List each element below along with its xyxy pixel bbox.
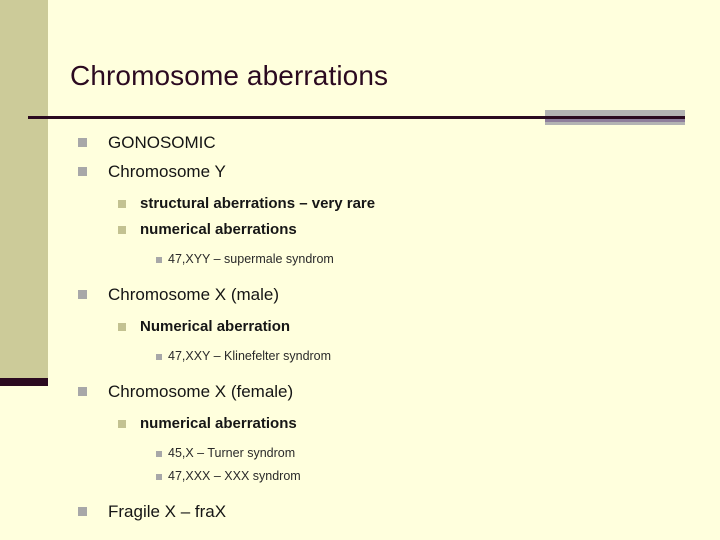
list-item: Chromosome X (female) — [0, 377, 720, 406]
list-item-label: structural aberrations – very rare — [140, 195, 376, 212]
bullet-square-icon — [156, 451, 162, 457]
list-item-label: 47,XXX – XXX syndrom — [168, 469, 301, 483]
list-item: structural aberrations – very rare — [0, 191, 720, 217]
slide-body-outline: GONOSOMIC Chromosome Y structural aberra… — [0, 128, 720, 540]
list-item: Numerical aberration — [0, 314, 720, 340]
list-item: 47,XXX – XXX syndrom — [0, 465, 720, 488]
title-divider-rule — [28, 116, 685, 119]
title-rule-accent-line — [545, 119, 685, 122]
sidebar-decor-foot-bar — [0, 378, 48, 386]
bullet-square-icon — [156, 474, 162, 480]
list-item: GONOSOMIC — [0, 128, 720, 157]
list-item: 45,X – Turner syndrom — [0, 442, 720, 465]
bullet-square-icon — [118, 323, 126, 331]
bullet-square-icon — [78, 387, 87, 396]
sidebar-decor-band — [0, 0, 48, 378]
spacer — [0, 271, 720, 280]
list-item-label: Chromosome Y — [108, 162, 226, 181]
bullet-square-icon — [118, 226, 126, 234]
list-item-label: Fragile X – fraX — [108, 502, 227, 521]
page-title: Chromosome aberrations — [70, 60, 389, 91]
list-item-label: Chromosome X (male) — [108, 285, 279, 304]
list-item: Chromosome X (male) — [0, 280, 720, 309]
bullet-square-icon — [78, 138, 87, 147]
list-item-label: Chromosome X (female) — [108, 382, 294, 401]
list-item: numerical aberrations — [0, 217, 720, 243]
bullet-square-icon — [156, 257, 162, 263]
bullet-square-icon — [78, 167, 87, 176]
bullet-square-icon — [118, 420, 126, 428]
list-item: 47,XXY – Klinefelter syndrom — [0, 345, 720, 368]
bullet-square-icon — [156, 354, 162, 360]
list-item-label: the most common cause of mental retardat… — [140, 535, 720, 540]
list-item-label: 47,XXY – Klinefelter syndrom — [168, 349, 332, 363]
spacer — [0, 368, 720, 377]
bullet-square-icon — [118, 200, 126, 208]
list-item-label: 47,XYY – supermale syndrom — [168, 252, 334, 266]
list-item-label: GONOSOMIC — [108, 133, 216, 152]
list-item: 47,XYY – supermale syndrom — [0, 248, 720, 271]
list-item-label: 45,X – Turner syndrom — [168, 446, 296, 460]
bullet-square-icon — [78, 507, 87, 516]
spacer — [0, 526, 720, 535]
list-item: Fragile X – fraX — [0, 497, 720, 526]
list-item-label: numerical aberrations — [140, 415, 297, 432]
list-item: numerical aberrations — [0, 411, 720, 437]
list-item: Chromosome Y — [0, 157, 720, 186]
bullet-square-icon — [78, 290, 87, 299]
list-item: the most common cause of mental retardat… — [0, 535, 720, 540]
list-item-label: Numerical aberration — [140, 318, 291, 335]
list-item-label: numerical aberrations — [140, 221, 297, 238]
spacer — [0, 488, 720, 497]
